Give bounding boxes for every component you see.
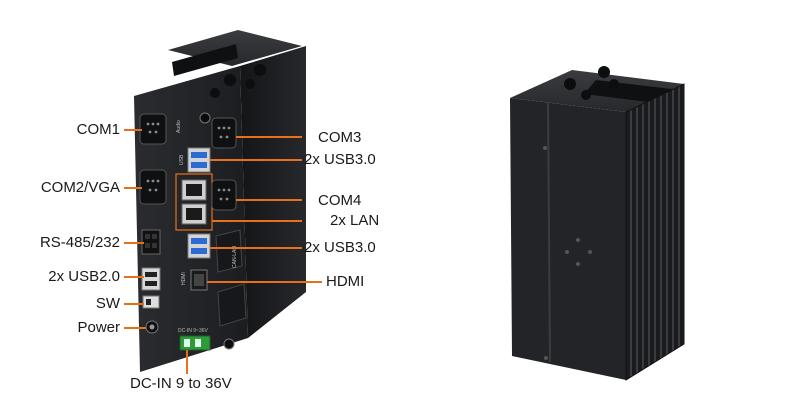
port-com3 <box>211 117 237 149</box>
leader-usb20 <box>124 276 144 278</box>
leader-dcin <box>186 350 188 374</box>
port-power <box>145 320 159 334</box>
leader-power <box>124 327 146 329</box>
port-hdmi <box>190 269 208 291</box>
leader-usb30-bottom <box>210 247 302 249</box>
right-unit <box>510 66 685 381</box>
label-usb30-bottom: 2x USB3.0 <box>304 239 376 256</box>
label-usb30-top: 2x USB3.0 <box>304 151 376 168</box>
port-com2-vga <box>139 169 167 205</box>
port-can <box>215 229 247 327</box>
leader-sw <box>124 303 144 305</box>
port-audio <box>199 112 211 124</box>
label-usb20: 2x USB2.0 <box>48 268 120 285</box>
leader-com2 <box>124 187 142 189</box>
label-rs485: RS-485/232 <box>39 234 120 251</box>
left-unit-side <box>240 46 306 338</box>
label-sw: SW <box>95 295 120 312</box>
leader-com1 <box>124 129 142 131</box>
label-com3: COM3 <box>318 129 362 146</box>
port-usb30-top <box>187 147 211 173</box>
label-power: Power <box>77 319 120 336</box>
label-com2-vga: COM2/VGA <box>40 179 120 196</box>
panel-hdmi-text: HDMI <box>181 272 187 285</box>
label-com4: COM4 <box>318 192 362 209</box>
label-hdmi: HDMI <box>326 273 365 290</box>
leader-com4 <box>236 199 302 201</box>
panel-usb-text: USB <box>179 154 185 165</box>
label-dcin: DC-IN 9 to 36V <box>130 375 232 392</box>
port-dcin <box>179 335 235 351</box>
port-lan <box>175 173 213 231</box>
panel-can-text: CAN-LAN <box>232 246 238 268</box>
right-unit-front <box>510 98 626 380</box>
port-rs485 <box>141 229 161 255</box>
port-sw <box>142 295 160 309</box>
leader-rs485 <box>124 242 144 244</box>
leader-hdmi <box>207 281 322 283</box>
port-usb30-bottom <box>187 233 211 259</box>
label-lan: 2x LAN <box>330 212 380 229</box>
port-com1 <box>139 113 167 145</box>
panel-dcin-text: DC-IN 9~36V <box>178 328 209 334</box>
port-com4 <box>211 179 237 211</box>
panel-audio-text: Audio <box>176 120 182 133</box>
right-unit-heatsink <box>626 84 684 380</box>
label-com1: COM1 <box>76 121 120 138</box>
leader-com3 <box>236 136 302 138</box>
leader-usb30-top <box>210 159 302 161</box>
port-usb20 <box>141 267 161 291</box>
leader-lan <box>212 220 302 222</box>
